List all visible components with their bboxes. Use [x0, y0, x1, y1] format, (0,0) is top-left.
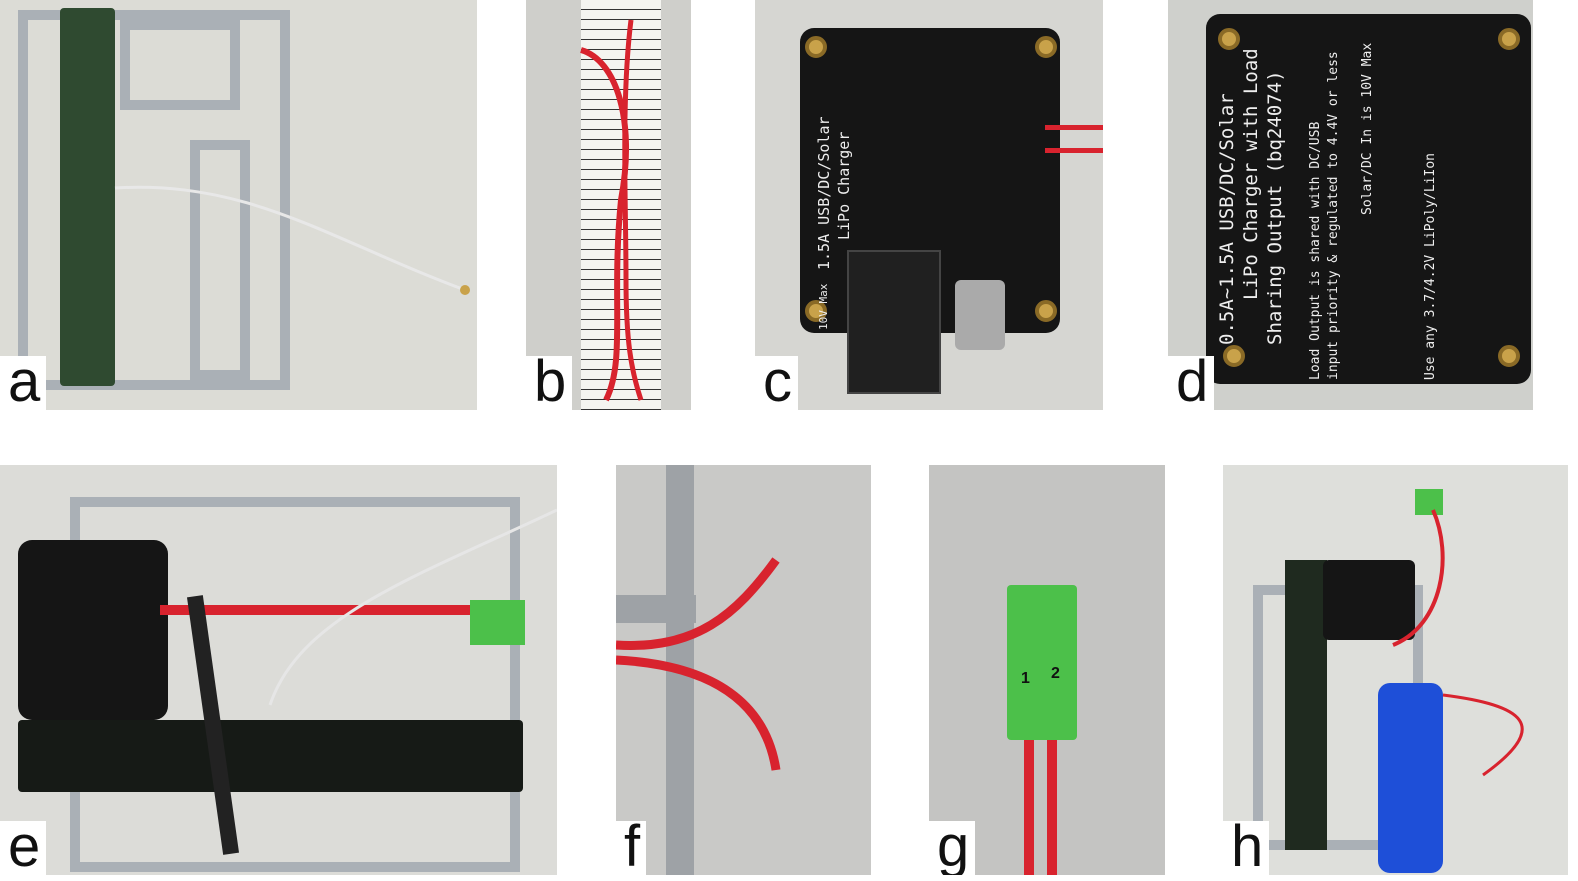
- antenna-bar: [18, 720, 523, 792]
- board-text: LiPo Charger with Load: [1240, 48, 1262, 300]
- panel-label: g: [929, 818, 976, 875]
- board-text: Solar/DC In is 10V Max: [1360, 42, 1375, 215]
- antenna-bar: [60, 8, 115, 386]
- charger-board: [1323, 560, 1415, 640]
- panel-label: f: [616, 818, 647, 875]
- red-black-wire: [616, 557, 781, 771]
- board-text: input priority & regulated to 4.4V or le…: [1326, 51, 1341, 380]
- panel-d-photo: 0.5A~1.5A USB/DC/Solar LiPo Charger with…: [1168, 0, 1533, 410]
- panel-h-photo: h: [1223, 465, 1568, 875]
- panel-label: h: [1223, 818, 1270, 875]
- antenna-cable: [114, 185, 470, 295]
- board-text: Use any 3.7/4.2V LiPoly/LiIon: [1423, 153, 1438, 380]
- panel-label: e: [0, 818, 47, 875]
- dc-jack: [847, 250, 941, 394]
- panel-f-photo: f: [616, 465, 871, 875]
- panel-label: c: [755, 353, 798, 410]
- terminal-number-2: 2: [1051, 665, 1060, 682]
- panel-g-photo: 1 2 g: [929, 465, 1165, 875]
- panel-b-photo: b: [526, 0, 691, 410]
- frame-beam: [616, 595, 696, 623]
- board-text: Load Output is shared with DC/USB: [1308, 121, 1323, 380]
- panel-c-photo: 1.5A USB/DC/Solar LiPo Charger 10V Max c: [755, 0, 1103, 410]
- terminal-connector: [470, 600, 525, 645]
- board-text: 10V Max: [817, 283, 830, 330]
- board-text: 1.5A USB/DC/Solar: [815, 116, 833, 270]
- terminal-connector: [1007, 585, 1077, 740]
- panel-e-photo: e: [0, 465, 557, 875]
- panel-a-photo: a: [0, 0, 477, 410]
- terminal-connector: [1415, 489, 1443, 515]
- antenna-bar: [1285, 560, 1327, 850]
- terminal-number-1: 1: [1021, 670, 1030, 687]
- board-text: Sharing Output (bq24074): [1264, 70, 1286, 345]
- charger-board-back: [1206, 14, 1531, 384]
- charger-board: [18, 540, 168, 720]
- red-black-wire: [579, 19, 644, 402]
- panel-label: d: [1168, 353, 1215, 410]
- panel-label: b: [526, 353, 573, 410]
- antenna-cable: [268, 508, 557, 706]
- board-text: LiPo Charger: [835, 131, 853, 240]
- printed-frame-inner: [190, 140, 250, 380]
- board-text: 0.5A~1.5A USB/DC/Solar: [1216, 93, 1238, 345]
- battery-wire: [1392, 509, 1524, 777]
- printed-frame-inner: [120, 20, 240, 110]
- printed-frame: [18, 10, 290, 390]
- panel-label: a: [0, 353, 47, 410]
- battery: [1378, 683, 1443, 873]
- usb-c-port: [955, 280, 1005, 350]
